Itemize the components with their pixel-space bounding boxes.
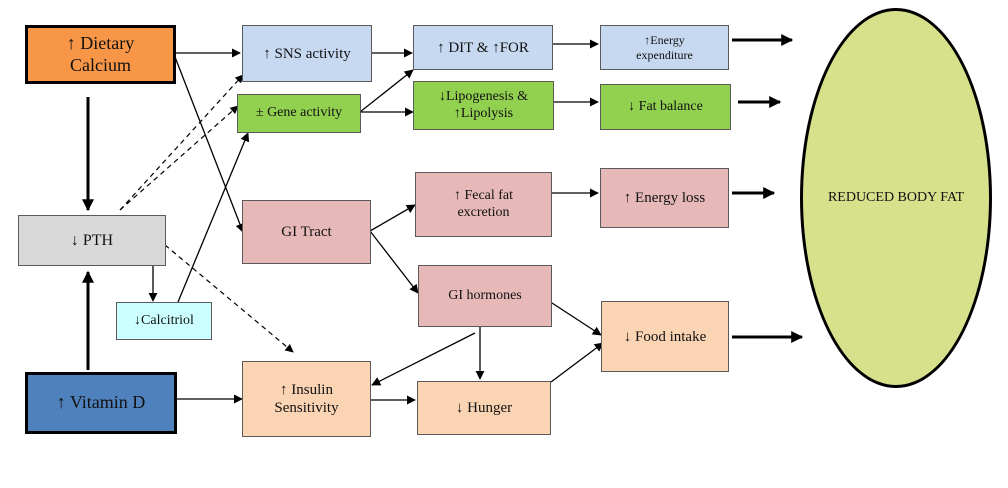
node-gene-activity: ± Gene activity [237, 94, 361, 133]
node-food-intake-label: ↓ Food intake [623, 328, 707, 345]
node-gi-hormones-label: GI hormones [448, 287, 522, 303]
node-gi-hormones: GI hormones [418, 265, 552, 327]
node-dietary-calcium-line2: Calcium [69, 54, 131, 75]
node-dietary-calcium-line1: ↑ Dietary [66, 32, 135, 53]
arrow-calcitriol-to-gene [177, 132, 250, 303]
node-lipo-line1: ↓Lipogenesis & [438, 88, 529, 104]
node-insulin-sensitivity: ↑ Insulin Sensitivity [242, 361, 371, 437]
node-vitamin-d: ↑ Vitamin D [25, 372, 177, 434]
node-pth: ↓ PTH [18, 215, 166, 266]
arrow-gene-to-dit [359, 69, 414, 113]
arrow-pth-to-sns-dashed [119, 74, 244, 211]
node-fecal-line1: ↑ Fecal fat [453, 187, 514, 203]
node-fat-balance-label: ↓ Fat balance [628, 98, 703, 114]
node-pth-label: ↓ PTH [70, 231, 114, 249]
node-sns-activity-label: ↑ SNS activity [263, 45, 351, 62]
node-dit-for-label: ↑ DIT & ↑FOR [437, 39, 529, 56]
node-energy-loss-label: ↑ Energy loss [623, 190, 706, 206]
arrow-pth-to-gene-dashed [119, 105, 239, 211]
node-fecal-line2: excretion [457, 204, 510, 220]
node-energy-exp-line2: expenditure [636, 47, 693, 62]
node-lipogenesis-lipolysis: ↓Lipogenesis & ↑Lipolysis [413, 81, 554, 130]
node-insulin-line1: ↑ Insulin [280, 382, 333, 398]
node-gi-tract-label: GI Tract [281, 224, 332, 240]
arrow-gi-hormones-to-food-intake [551, 302, 602, 336]
node-energy-expenditure: ↑Energy expenditure [600, 25, 729, 70]
node-gi-tract: GI Tract [242, 200, 371, 264]
arrow-pth-to-insulin-dashed [164, 244, 294, 353]
node-lipo-line2: ↑Lipolysis [453, 105, 514, 121]
node-energy-loss: ↑ Energy loss [600, 168, 729, 228]
node-insulin-line2: Sensitivity [274, 400, 339, 416]
node-hunger-label: ↓ Hunger [455, 400, 513, 416]
node-reduced-body-fat-label: REDUCED BODY FAT [827, 190, 965, 205]
node-sns-activity: ↑ SNS activity [242, 25, 372, 82]
node-fecal-fat-excretion: ↑ Fecal fat excretion [415, 172, 552, 237]
arrow-gi-tract-to-gi-hormones [369, 230, 419, 294]
node-calcitriol-label: ↓Calcitriol [134, 312, 194, 328]
node-calcitriol: ↓Calcitriol [116, 302, 212, 340]
arrow-gi-tract-to-fecal [369, 204, 416, 232]
node-energy-exp-line1: ↑Energy [644, 33, 685, 48]
node-food-intake: ↓ Food intake [601, 301, 729, 372]
node-dit-for: ↑ DIT & ↑FOR [413, 25, 553, 70]
node-dietary-calcium: ↑ Dietary Calcium [25, 25, 176, 84]
node-reduced-body-fat: REDUCED BODY FAT [800, 8, 992, 388]
node-gene-activity-label: ± Gene activity [255, 105, 343, 121]
arrow-calcium-to-gi-tract [174, 56, 245, 233]
arrow-gi-hormones-to-insulin [371, 332, 476, 386]
arrow-hunger-to-food-intake [550, 342, 604, 383]
node-fat-balance: ↓ Fat balance [600, 84, 731, 130]
node-hunger: ↓ Hunger [417, 381, 551, 435]
node-vitamin-d-label: ↑ Vitamin D [56, 392, 146, 413]
